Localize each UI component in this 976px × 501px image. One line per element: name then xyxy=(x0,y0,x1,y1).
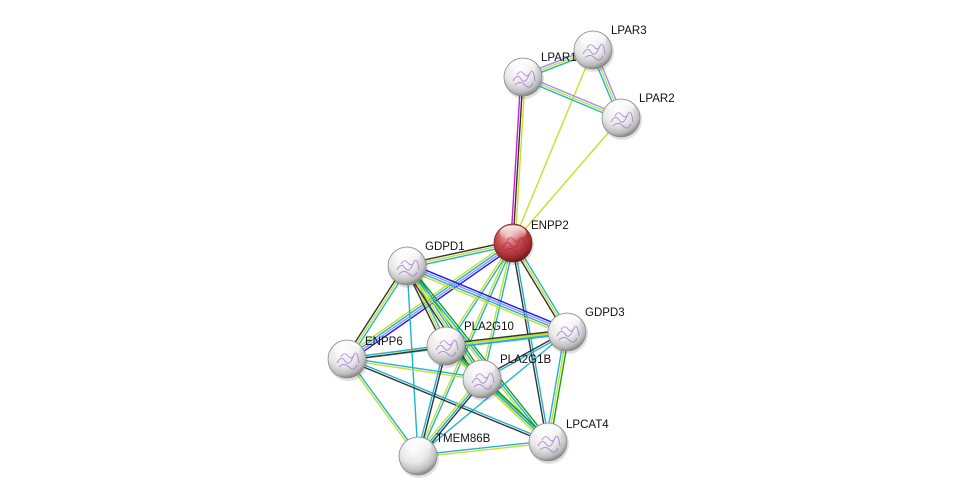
node-label: ENPP2 xyxy=(531,220,569,232)
edge-line-database xyxy=(406,266,567,334)
edge-line-coexpression xyxy=(511,243,548,443)
edge-gdpd3-pla2g10[interactable] xyxy=(445,329,568,349)
edge-line-textmining xyxy=(512,49,594,244)
edge-line-textmining xyxy=(405,268,567,336)
edge-line-gene_fusion xyxy=(348,245,516,363)
edge-gdpd1-tmem86b[interactable] xyxy=(406,265,419,457)
edge-enpp2-enpp6[interactable] xyxy=(344,239,516,363)
node-lpar3[interactable]: LPAR3 xyxy=(573,25,647,72)
edge-line-textmining xyxy=(345,359,418,458)
nodes-layer: ENPP2LPAR1LPAR3LPAR2GDPD1GDPD3ENPP6PLA2G… xyxy=(327,25,675,478)
node-label: LPAR2 xyxy=(639,93,675,105)
node-gloss xyxy=(404,438,432,453)
node-lpcat4[interactable]: LPCAT4 xyxy=(528,419,609,464)
node-gloss xyxy=(607,100,635,115)
node-label: LPAR3 xyxy=(611,25,647,37)
edge-line-textmining xyxy=(418,442,549,458)
node-gloss xyxy=(468,361,496,376)
edge-line-database xyxy=(417,440,548,456)
edge-enpp2-lpar1[interactable] xyxy=(510,76,526,244)
node-tmem86b[interactable]: TMEM86B xyxy=(398,433,491,478)
edge-enpp6-lpcat4[interactable] xyxy=(346,357,549,444)
edge-line-coexpression xyxy=(512,76,524,244)
node-lpar1[interactable]: LPAR1 xyxy=(503,52,577,99)
node-gloss xyxy=(432,328,460,343)
edge-enpp2-pla2g1b[interactable] xyxy=(480,242,515,380)
edge-line-textmining xyxy=(405,266,482,380)
edge-line-experiments xyxy=(510,76,522,243)
edge-line-neighborhood xyxy=(408,264,551,442)
node-gloss xyxy=(499,225,527,240)
edge-line-database xyxy=(446,333,568,349)
edge-line-gene_fusion xyxy=(407,262,569,330)
edge-line-database xyxy=(347,357,420,456)
edge-line-database xyxy=(513,242,550,442)
node-pla2g1b[interactable]: PLA2G1B xyxy=(462,354,551,401)
edge-enpp6-tmem86b[interactable] xyxy=(345,357,420,458)
node-pla2g10[interactable]: PLA2G10 xyxy=(426,321,514,368)
node-label: PLA2G1B xyxy=(500,354,551,366)
edge-line-textmining xyxy=(514,77,526,244)
node-gloss xyxy=(553,314,581,329)
edge-enpp2-lpar2[interactable] xyxy=(512,117,622,244)
node-gloss xyxy=(393,248,421,263)
node-label: LPCAT4 xyxy=(566,419,609,431)
node-label: TMEM86B xyxy=(436,433,491,445)
edge-line-database xyxy=(482,243,515,380)
edge-line-textmining xyxy=(445,331,568,347)
edge-tmem86b-lpcat4[interactable] xyxy=(417,440,549,458)
node-gloss xyxy=(534,424,562,439)
edge-line-coexpression xyxy=(346,359,548,444)
node-gdpd1[interactable]: GDPD1 xyxy=(387,241,465,288)
edge-gdpd1-gdpd3[interactable] xyxy=(405,262,569,336)
node-label: GDPD1 xyxy=(425,241,465,253)
node-label: GDPD3 xyxy=(585,307,625,319)
edge-enpp2-lpcat4[interactable] xyxy=(511,242,550,443)
edge-enpp6-pla2g1b[interactable] xyxy=(346,357,483,381)
node-gloss xyxy=(333,341,361,356)
node-gdpd3[interactable]: GDPD3 xyxy=(547,307,625,354)
edge-line-database xyxy=(345,241,513,359)
edge-line-database xyxy=(406,265,419,457)
edge-line-textmining xyxy=(346,359,482,381)
edge-line-database xyxy=(407,265,484,379)
edge-line-textmining xyxy=(480,242,513,379)
node-enpp6[interactable]: ENPP6 xyxy=(327,336,403,381)
edge-line-homology xyxy=(347,243,515,361)
edge-enpp2-lpar3[interactable] xyxy=(512,49,594,244)
edge-line-textmining xyxy=(512,117,622,244)
node-gloss xyxy=(509,59,537,74)
node-label: ENPP6 xyxy=(365,336,403,348)
edge-line-homology xyxy=(407,264,568,332)
edge-line-database xyxy=(347,357,483,379)
node-lpar2[interactable]: LPAR2 xyxy=(601,93,675,140)
node-label: LPAR1 xyxy=(541,52,577,64)
node-enpp2[interactable]: ENPP2 xyxy=(493,220,569,265)
edge-line-textmining xyxy=(344,239,512,357)
edge-line-coexpression xyxy=(445,329,567,345)
node-label: PLA2G10 xyxy=(464,321,514,333)
node-gloss xyxy=(579,32,607,47)
edge-line-database xyxy=(347,357,549,442)
edge-line-database xyxy=(406,265,549,443)
